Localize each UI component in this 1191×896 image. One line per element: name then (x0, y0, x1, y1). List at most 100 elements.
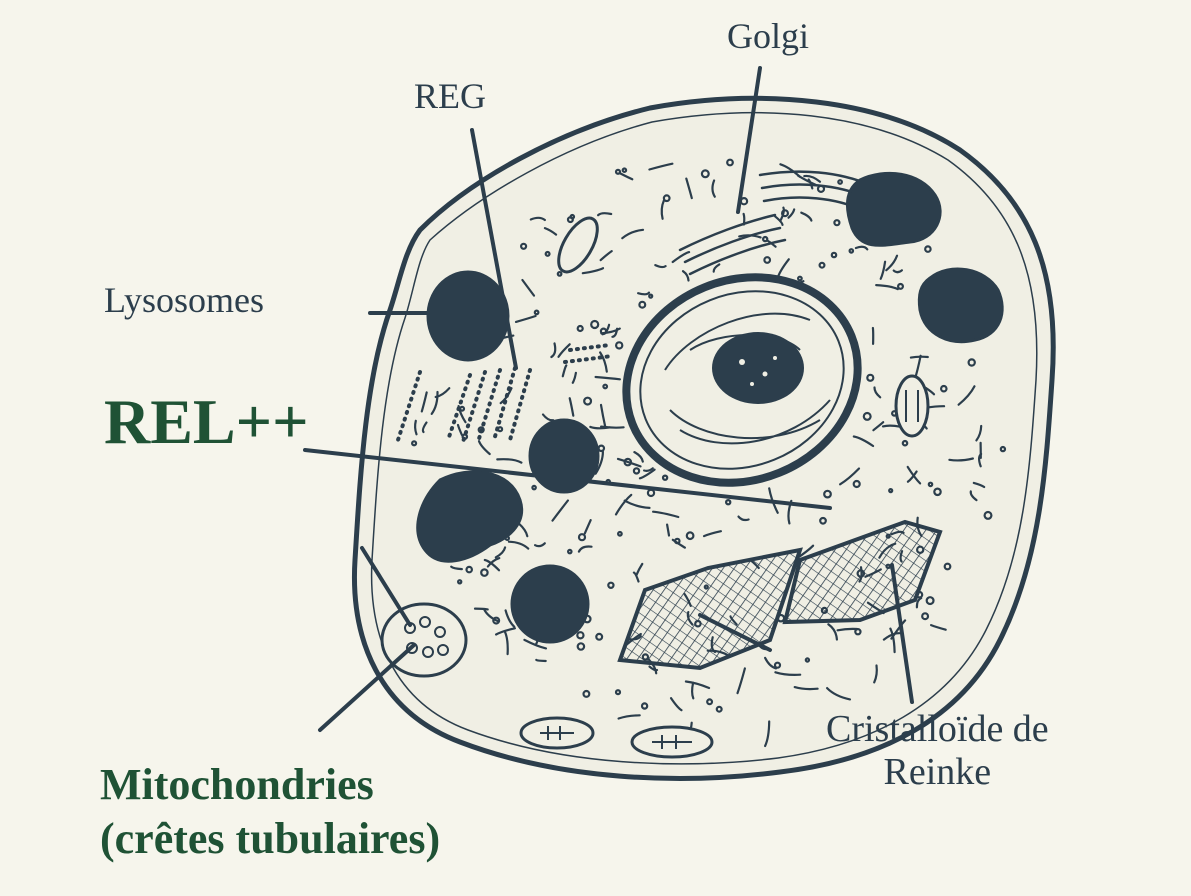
vesicle (818, 261, 826, 269)
tubule (581, 267, 605, 275)
vesicle (576, 642, 586, 651)
vesicle (556, 271, 563, 277)
tubule (496, 458, 523, 464)
tubule (873, 664, 878, 684)
vesicle (465, 565, 474, 574)
vesicle (623, 457, 633, 467)
tubule (671, 538, 686, 549)
reinke-crystalloids (617, 519, 943, 671)
tubule (521, 278, 536, 297)
tubule (561, 364, 568, 378)
tubule (882, 632, 901, 641)
tubule (826, 687, 852, 701)
tubule (957, 385, 976, 406)
vesicle (590, 319, 600, 330)
tubule (594, 450, 604, 475)
vesicle (411, 440, 418, 447)
tubule (969, 490, 978, 502)
vesicle (939, 384, 948, 393)
tubule (618, 172, 634, 181)
tubule (529, 216, 546, 222)
tubule (787, 208, 796, 219)
vesicle (662, 194, 671, 203)
tubule (892, 269, 903, 274)
label-mitochondria-cristae: (crêtes tubulaires) (100, 814, 441, 863)
cell-membrane-inner (370, 111, 1038, 765)
leader-mitochondria-2 (360, 546, 412, 627)
tubule (541, 413, 555, 422)
vesicle (706, 698, 714, 706)
tubule (681, 270, 690, 282)
vesicle (566, 548, 573, 555)
leader-lines (303, 66, 914, 732)
rough-er (396, 343, 614, 447)
tubule (482, 607, 500, 623)
tubule (430, 390, 439, 415)
tubule (764, 720, 771, 748)
vesicle (866, 373, 875, 382)
vesicle (830, 251, 838, 259)
vesicle (797, 275, 803, 282)
tubule (495, 627, 516, 636)
vesicle (933, 487, 942, 497)
tubule (736, 667, 746, 695)
lysosomes (416, 171, 1004, 644)
tubule (909, 355, 929, 359)
tubule (633, 451, 644, 463)
tubule (414, 419, 418, 436)
tubule (494, 546, 507, 559)
leader-rel (303, 448, 832, 510)
vesicle (648, 293, 654, 299)
tubule (666, 523, 671, 537)
vesicle (640, 702, 649, 710)
tubule (638, 468, 656, 480)
vesicle (614, 689, 622, 696)
vesicle (921, 612, 930, 621)
tubule (611, 327, 619, 338)
tubule (450, 565, 463, 571)
tubule (514, 314, 537, 323)
vesicle (901, 439, 909, 447)
tubule (827, 623, 838, 641)
tubule (737, 515, 750, 522)
tubule (621, 228, 645, 240)
vesicle (617, 530, 623, 537)
vesicle (595, 632, 604, 641)
tubule (568, 397, 575, 417)
tubule (774, 671, 802, 676)
label-crystalloid-line2: Reinke (883, 750, 992, 793)
tubule (684, 680, 711, 690)
vesicle (685, 531, 695, 541)
vesicle (544, 250, 551, 257)
tubule (648, 162, 674, 171)
tubule (948, 457, 974, 462)
label-reg: REG (414, 76, 486, 116)
tubule (652, 510, 680, 519)
tubule (637, 291, 651, 296)
vesicle (773, 661, 782, 669)
tubule (623, 499, 651, 509)
tubule (504, 609, 516, 628)
vesicle (533, 309, 540, 316)
tubule (879, 260, 887, 280)
tubule (711, 179, 716, 198)
tubule (599, 250, 613, 262)
tubule (872, 421, 885, 432)
tubule (873, 386, 882, 399)
tubule (800, 211, 813, 222)
tubule (972, 481, 986, 489)
tubule (616, 457, 642, 468)
mitochondria-cristae (404, 390, 919, 749)
nucleus (622, 273, 862, 487)
tubule (671, 251, 691, 264)
vesicle (638, 300, 647, 309)
tubule (852, 435, 875, 448)
tubule (577, 545, 593, 553)
tubule (486, 557, 501, 568)
tubule (906, 465, 922, 485)
tubule (764, 656, 778, 670)
tubule (924, 386, 936, 396)
tubule (702, 530, 722, 538)
tubule (779, 206, 785, 223)
label-rel: REL++ (104, 386, 309, 457)
